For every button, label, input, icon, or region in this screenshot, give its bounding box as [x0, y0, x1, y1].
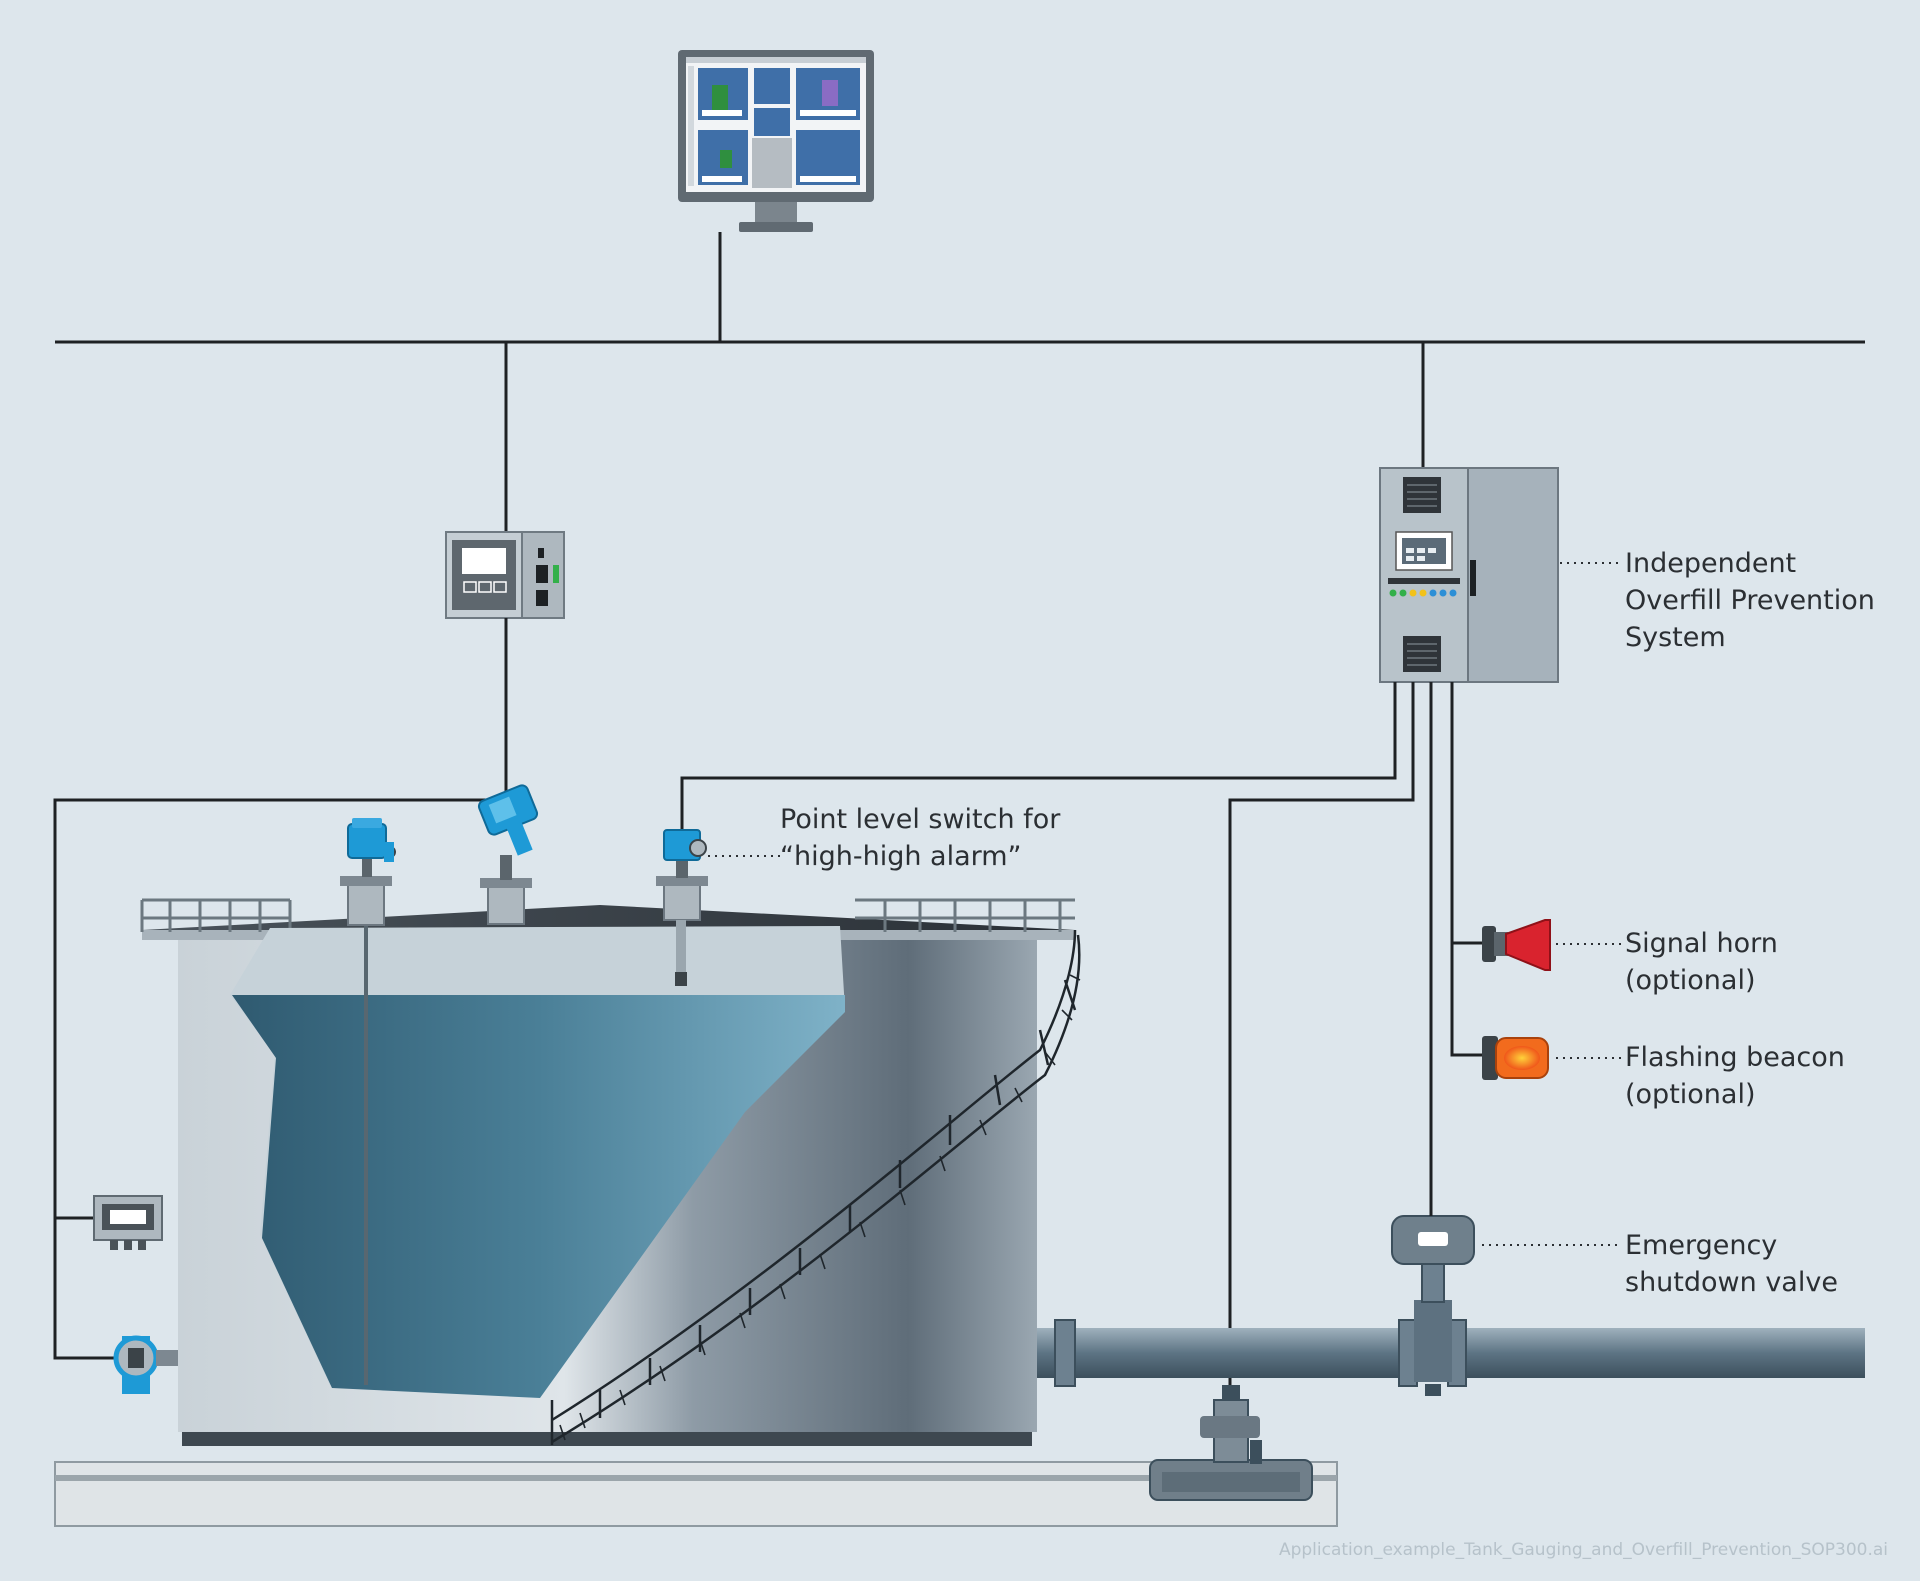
radar-gauge-icon	[477, 784, 539, 925]
network-bus	[55, 232, 1865, 532]
ops-label-line-1: Independent	[1625, 548, 1796, 579]
monitor-icon	[678, 50, 874, 232]
point-level-switch-icon	[656, 829, 708, 986]
label-leaders	[708, 562, 1622, 1246]
file-name-footer: Application_example_Tank_Gauging_and_Ove…	[1279, 1540, 1888, 1560]
horn-label: Signal horn (optional)	[1625, 928, 1778, 996]
beacon-label: Flashing beacon (optional)	[1625, 1042, 1845, 1110]
point-switch-label: Point level switch for “high-high alarm”	[780, 804, 1061, 872]
field-display-icon	[93, 1195, 163, 1250]
horn-label-line-1: Signal horn	[1625, 928, 1778, 959]
valve-icon	[1391, 1215, 1475, 1396]
beacon-icon	[1482, 1036, 1549, 1080]
left-wiring	[53, 798, 506, 1360]
ops-label-line-3: System	[1625, 622, 1726, 653]
cabinet-icon	[1379, 467, 1559, 683]
pump-icon	[1149, 1385, 1313, 1501]
level-gauge-icon	[340, 818, 396, 926]
valve-label-line-2: shutdown valve	[1625, 1267, 1838, 1298]
horn-icon	[1482, 919, 1551, 971]
ops-label-line-2: Overfill Prevention	[1625, 585, 1875, 616]
point-switch-label-line-1: Point level switch for	[780, 804, 1061, 835]
pressure-transmitter-icon	[113, 1335, 178, 1394]
valve-label-line-1: Emergency	[1625, 1230, 1777, 1261]
valve-label: Emergency shutdown valve	[1625, 1230, 1838, 1298]
point-switch-label-line-2: “high-high alarm”	[780, 841, 1022, 872]
horn-label-line-2: (optional)	[1625, 965, 1756, 996]
storage-tank	[54, 898, 1338, 1527]
ops-label: Independent Overfill Prevention System	[1625, 548, 1875, 653]
beacon-label-line-2: (optional)	[1625, 1079, 1756, 1110]
ops-wiring	[680, 682, 1482, 1400]
beacon-label-line-1: Flashing beacon	[1625, 1042, 1845, 1073]
control-unit-icon	[445, 531, 565, 619]
